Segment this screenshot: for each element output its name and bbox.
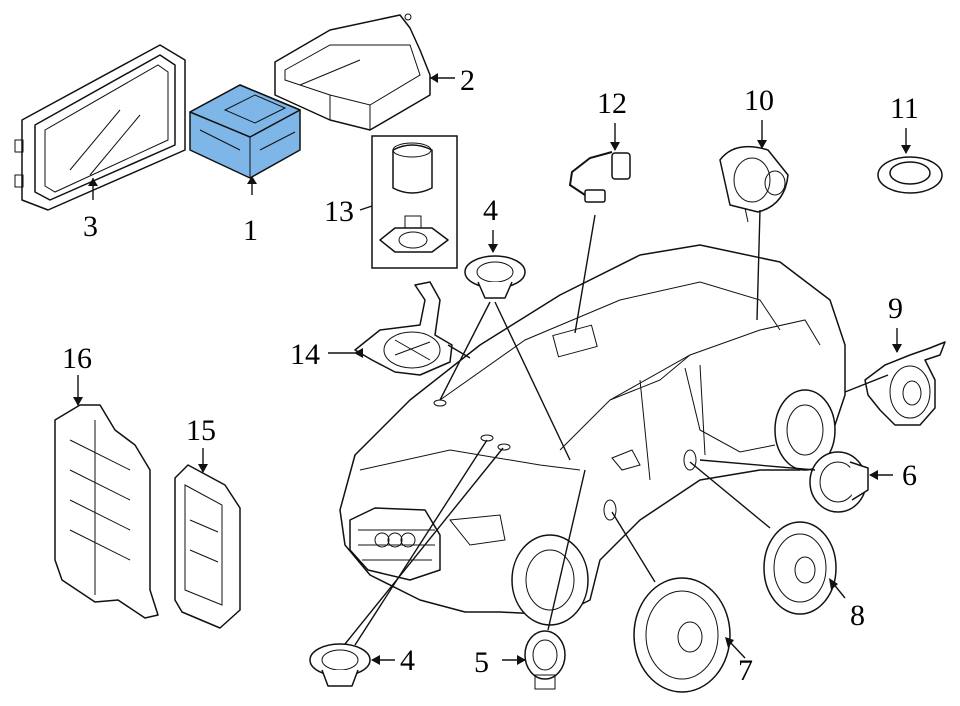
callout-6: 6: [902, 459, 917, 492]
door-speaker-front: [633, 577, 731, 693]
tweeter-kit-box: [371, 135, 458, 269]
callout-8: 8: [850, 599, 865, 632]
mounting-bracket: [274, 13, 431, 131]
callout-1: 1: [243, 214, 258, 247]
callout-5: 5: [474, 646, 489, 679]
callout-4-lower: 4: [400, 644, 415, 677]
callout-3: 3: [83, 210, 98, 243]
leader-lines: [77, 77, 907, 661]
car-body: [339, 244, 846, 626]
arrowheads: [73, 73, 911, 665]
dash-speaker-lower: [309, 643, 371, 687]
speaker-bracket: [354, 281, 453, 376]
callout-9: 9: [888, 292, 903, 325]
speaker-trim-ring: [877, 156, 943, 194]
callout-16: 16: [62, 342, 92, 375]
callout-7: 7: [738, 654, 753, 687]
door-tweeter: [809, 451, 869, 513]
callout-labels: 1 2 3 4 4 5 6 7 8 9 10 11 12 13 14 15 16: [62, 64, 919, 687]
microphone-cable: [568, 151, 631, 203]
callout-13: 13: [324, 195, 354, 228]
dash-speaker-upper: [464, 255, 526, 299]
amplifier-module: [174, 464, 241, 629]
callout-11: 11: [890, 92, 919, 125]
amplifier-bracket-frame: [54, 404, 159, 619]
callout-10: 10: [744, 84, 774, 117]
rear-speaker: [864, 341, 946, 426]
midrange-speaker: [719, 145, 789, 223]
callout-2: 2: [460, 64, 475, 97]
callout-14: 14: [290, 338, 320, 371]
radio-module-highlighted: [189, 84, 301, 179]
callout-12: 12: [597, 87, 627, 120]
callout-4-upper: 4: [483, 194, 498, 227]
display-screen: [14, 44, 186, 211]
callout-15: 15: [186, 414, 216, 447]
mirror-tweeter: [524, 630, 566, 690]
door-speaker-rear: [763, 521, 837, 615]
